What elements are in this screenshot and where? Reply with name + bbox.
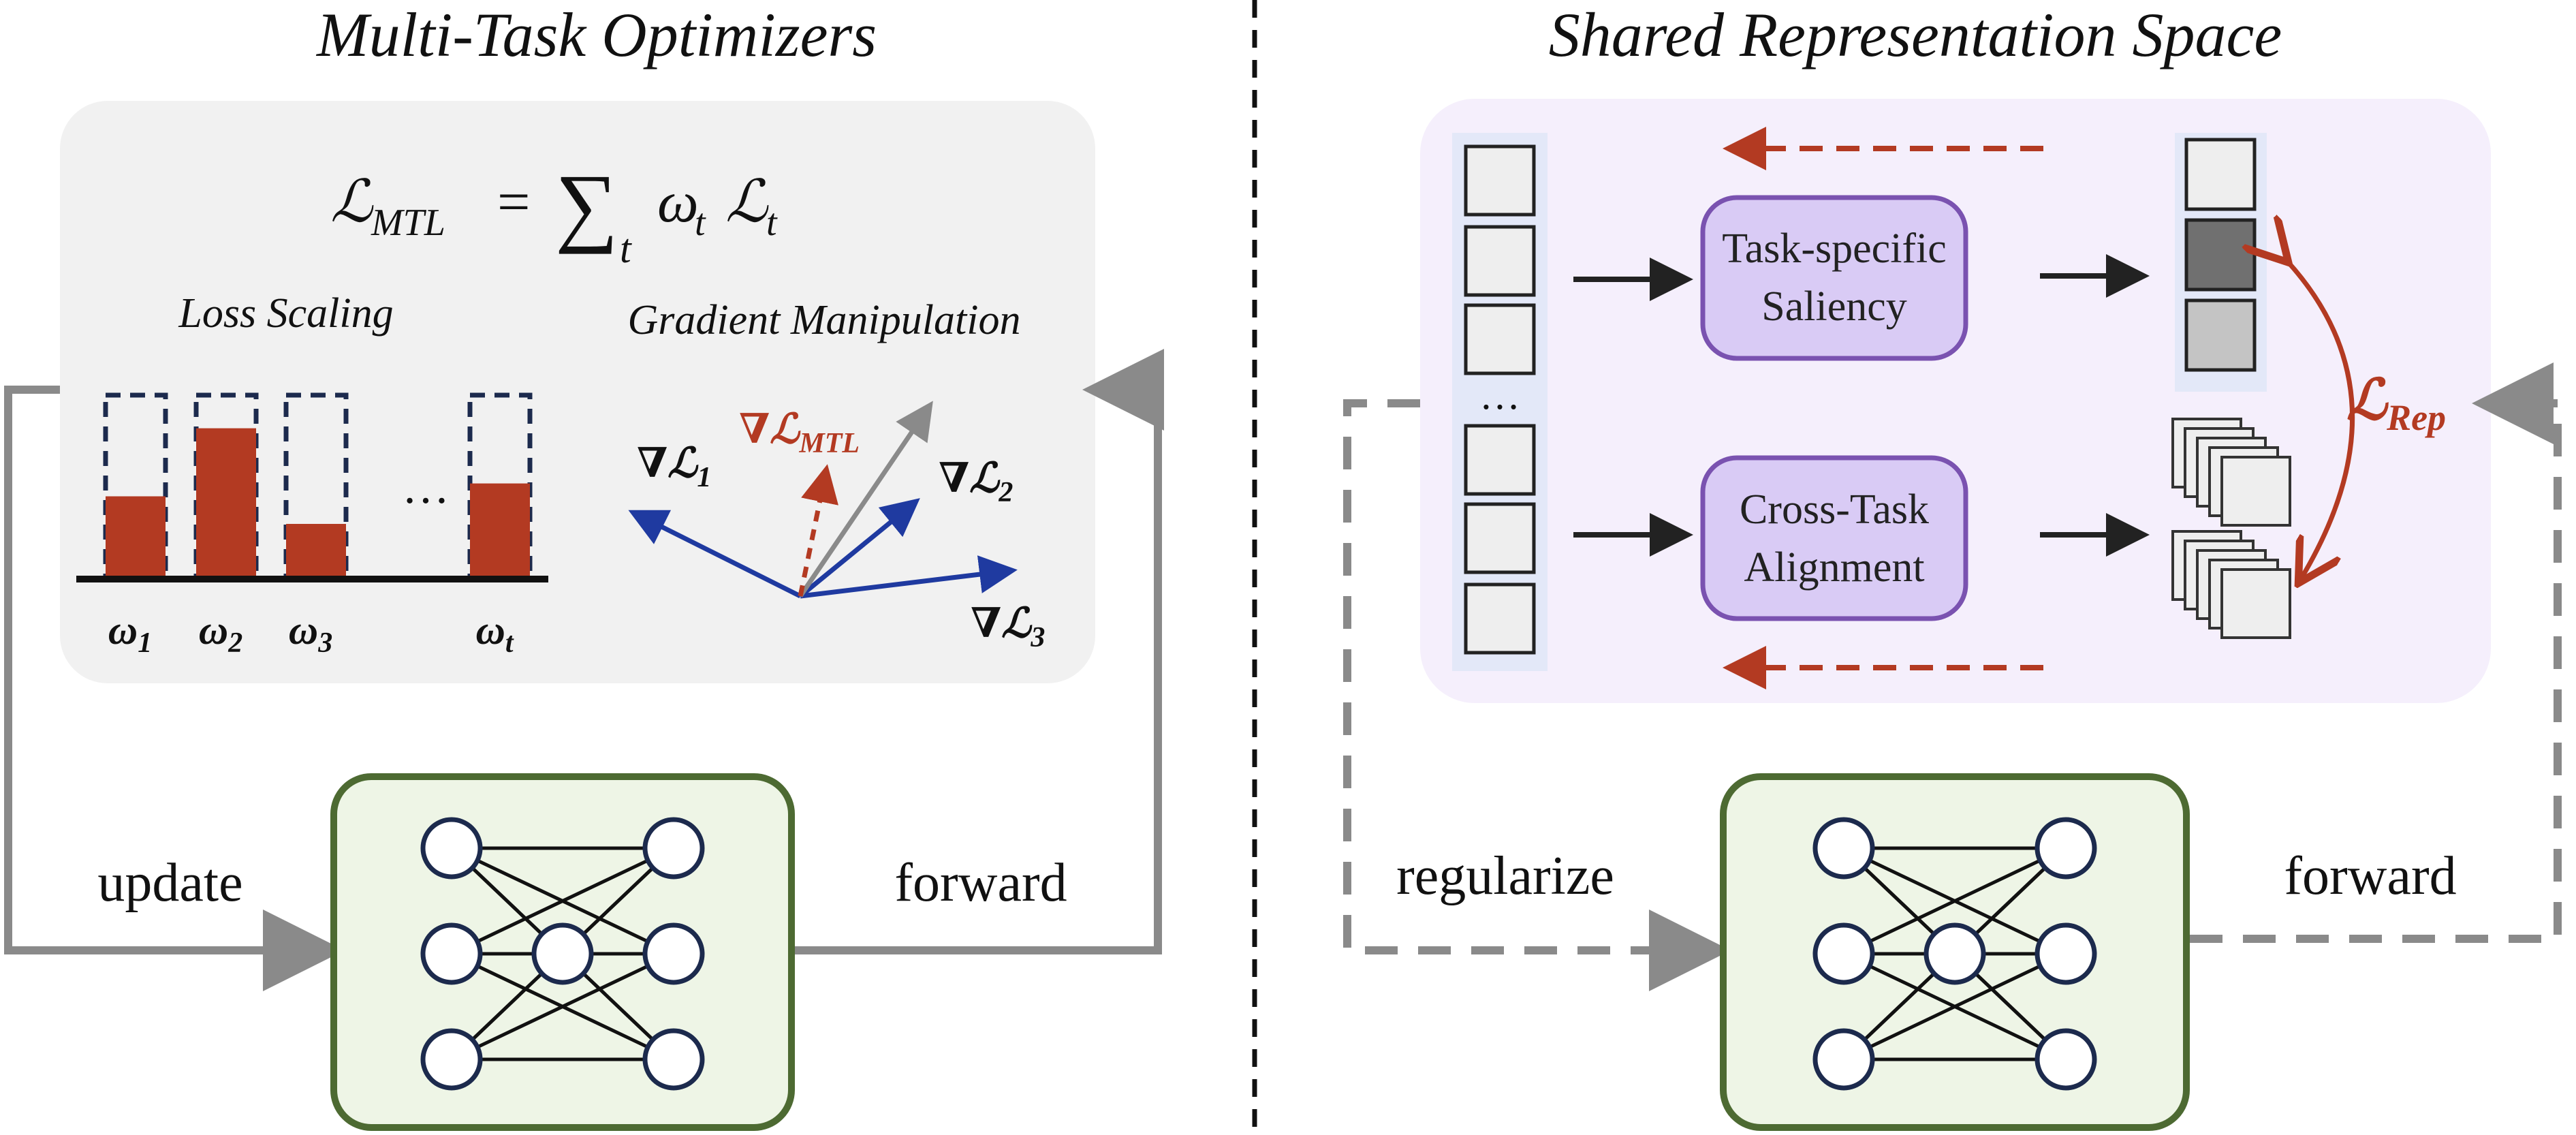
saliency-cell-3 <box>2184 298 2257 372</box>
left-panel: Multi-Task Optimizers ℒ MTL = ∑ t ω t ℒ … <box>4 0 1164 1131</box>
net-node <box>531 922 594 985</box>
mtl-formula: ℒ MTL = ∑ t ω t ℒ t <box>330 157 778 271</box>
feature-column <box>1464 144 1536 655</box>
alignment-line2: Alignment <box>1744 544 1924 591</box>
feature-cell-3 <box>1464 303 1536 375</box>
net-node <box>2035 817 2097 880</box>
grad-combined-arrow <box>798 401 933 597</box>
formula-loss-sub: t <box>766 202 778 244</box>
feature-cell-4 <box>1464 424 1536 496</box>
forward-arrow-right <box>2190 362 2562 943</box>
saliency-line1: Task-specific <box>1722 226 1947 272</box>
net-node <box>420 922 483 985</box>
stack-square <box>2220 456 2291 527</box>
feature-cell-5 <box>1464 502 1536 574</box>
grad-l3-arrow <box>800 555 1018 599</box>
net-node <box>420 1028 483 1091</box>
right-panel: Shared Representation Space … Task-speci… <box>1343 0 2562 1131</box>
feature-cell-2 <box>1464 225 1536 297</box>
formula-omega: ω <box>657 169 699 234</box>
stack-square <box>2220 568 2291 639</box>
alignment-line1: Cross-Task <box>1740 486 1929 533</box>
feature-cell-6 <box>1464 582 1536 655</box>
bar-weight-label-4: ωt <box>475 608 514 659</box>
loss-scaling-label: Loss Scaling <box>178 290 393 337</box>
grad-l2-arrow <box>798 498 920 598</box>
forward-label-left: forward <box>894 853 1067 913</box>
update-arrow <box>4 386 345 991</box>
bar-fill-2 <box>196 428 256 579</box>
grad-l3-label: ∇ℒ3 <box>971 601 1045 653</box>
bar-weight-label-1: ω1 <box>108 608 152 659</box>
forward-label-right: forward <box>2284 846 2456 906</box>
regularize-label: regularize <box>1396 846 1614 906</box>
net-node <box>642 922 705 985</box>
grad-l2-label: ∇ℒ2 <box>939 456 1013 508</box>
formula-lhs: ℒ <box>330 169 374 234</box>
formula-loss: ℒ <box>725 169 769 234</box>
loss-scaling-bars: ω1 ω2 ω3 ωt <box>103 392 533 659</box>
bars-ellipsis: … <box>402 461 450 514</box>
grad-mtl-arrow <box>798 464 838 597</box>
saliency-cell-1 <box>2184 138 2257 211</box>
gradient-manipulation-label: Gradient Manipulation <box>628 297 1021 343</box>
net-edge <box>1842 952 2067 1061</box>
left-title: Multi-Task Optimizers <box>315 0 877 69</box>
net-node <box>642 817 705 880</box>
bar-fill-1 <box>106 496 166 579</box>
net-node <box>642 1028 705 1091</box>
neural-network-icon-left <box>420 817 705 1091</box>
representation-panel-bg <box>1420 99 2491 703</box>
alignment-box <box>1700 455 1968 621</box>
forward-arrow-left <box>794 349 1164 954</box>
feature-column-bg <box>1452 133 1548 671</box>
saliency-line2: Saliency <box>1761 283 1907 330</box>
grad-l1-label: ∇ℒ1 <box>637 441 711 493</box>
bar-weight-label-2: ω2 <box>199 608 242 659</box>
bar-weight-label-3: ω3 <box>289 608 332 659</box>
saliency-cell-2 <box>2184 218 2257 292</box>
net-node <box>2035 922 2097 985</box>
net-node <box>1923 922 1986 985</box>
formula-omega-sub: t <box>695 202 706 244</box>
neural-network-icon-right <box>1812 817 2097 1091</box>
saliency-box <box>1700 195 1968 361</box>
net-node <box>420 817 483 880</box>
gradient-vectors: ∇ℒ1 ∇ℒMTL ∇ℒ2 ∇ℒ3 <box>628 401 1045 653</box>
update-label: update <box>97 853 242 913</box>
right-title: Shared Representation Space <box>1549 0 2282 69</box>
net-edge <box>450 846 675 956</box>
net-node <box>2035 1028 2097 1091</box>
feature-cell-1 <box>1464 144 1536 217</box>
formula-sum-sub: t <box>620 226 632 271</box>
grad-l1-arrow <box>628 510 802 599</box>
net-edge <box>1842 846 2067 956</box>
net-edge <box>450 952 675 1061</box>
formula-lhs-sub: MTL <box>371 202 445 244</box>
feature-ellipsis: … <box>1479 373 1520 418</box>
net-node <box>1812 1028 1875 1091</box>
net-node <box>1812 922 1875 985</box>
grad-mtl-label: ∇ℒMTL <box>739 407 860 459</box>
formula-eq: = <box>497 169 531 234</box>
bar-fill-4 <box>470 483 530 579</box>
formula-sum: ∑ <box>555 157 618 255</box>
regularize-arrow <box>1343 399 1731 991</box>
bar-fill-3 <box>286 524 346 579</box>
rep-loss-arc <box>2285 259 2355 579</box>
rep-loss-label: ℒRep <box>2346 369 2446 438</box>
net-node <box>1812 817 1875 880</box>
